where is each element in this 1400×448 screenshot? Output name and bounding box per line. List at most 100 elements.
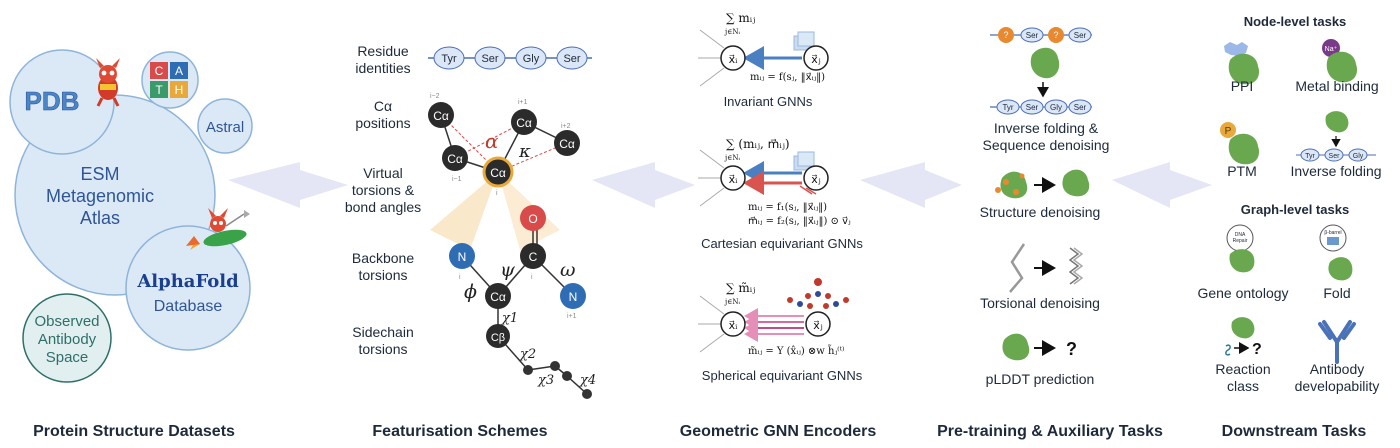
index-label: i+1: [518, 99, 528, 106]
masked-token: ?: [1003, 30, 1008, 40]
esm-line-1: ESM: [80, 164, 119, 184]
spherical-sum: ∑ m̃ᵢⱼ: [726, 281, 755, 295]
masked-token: Ser: [1074, 31, 1087, 40]
gene-badge-2: Repair: [1233, 238, 1248, 244]
inverse-folding-icon: Tyr Ser Gly: [1296, 111, 1376, 162]
atom-label: Cα: [559, 137, 575, 151]
atom-label: Cα: [433, 109, 449, 123]
flow-arrow-2: [592, 162, 695, 208]
flow-arrow-1: [228, 162, 348, 208]
inverse-token: Gly: [1353, 153, 1364, 160]
atom-label: Cα: [447, 152, 463, 166]
structure-denoising-label: Structure denoising: [980, 204, 1101, 220]
invariant-eq: mᵢⱼ = f(sⱼ, ‖x⃗ᵢⱼ‖): [750, 72, 825, 83]
node-j-label: x⃗ⱼ: [811, 173, 821, 186]
section-title-pretraining: Pre-training & Auxiliary Tasks: [937, 423, 1163, 440]
spherical-gnn-diagram: x⃗ᵢ x⃗ⱼ ∑ m̃ᵢⱼ j∈Nᵢ m̃ᵢⱼ = Y (x̂ᵢⱼ) ⊗w h…: [698, 278, 863, 383]
cartesian-sum-sub: j∈Nᵢ: [724, 154, 740, 162]
label-virtual-3: bond angles: [345, 199, 421, 215]
atom-label: N: [569, 290, 578, 304]
cartesian-label: Cartesian equivariant GNNs: [701, 236, 863, 251]
residue-node: [474, 46, 506, 70]
oas-line-1: Observed: [34, 313, 99, 330]
chi3-symbol: χ3: [537, 373, 554, 388]
oas-line-2: Antibody: [38, 331, 97, 348]
sequence-token: Tyr: [1002, 103, 1013, 112]
label-residue-1: Residue: [357, 43, 409, 59]
cath-logo: C A T H: [141, 51, 199, 109]
pdb-logo: PDB: [25, 86, 80, 116]
spherical-harmonics-icon: [787, 278, 849, 309]
torsion-backbone-icon: [1009, 243, 1026, 293]
section-title-downstream: Downstream Tasks: [1222, 423, 1367, 440]
downstream-panel: Node-level tasks PPI Na⁺ Metal binding P…: [1197, 14, 1381, 440]
masked-token: ?: [1053, 30, 1058, 40]
residue-label: Ser: [563, 53, 580, 65]
atom-label: Cβ: [491, 332, 505, 344]
atom-label: N: [458, 250, 467, 264]
index-label: i+1: [567, 313, 577, 320]
cath-a: A: [175, 64, 183, 78]
reaction-question: ?: [1252, 341, 1262, 358]
denoised-protein-icon: [1062, 169, 1090, 197]
inverse-folding-label-1: Inverse folding &: [994, 120, 1099, 136]
cath-c: C: [155, 64, 164, 78]
flow-arrow-3: [860, 162, 962, 208]
ptm-label: PTM: [1227, 163, 1257, 179]
inverse-folding-label-2: Sequence denoising: [983, 137, 1110, 153]
residue-chain: Tyr Ser Gly Ser: [433, 46, 588, 70]
label-backbone-1: Backbone: [352, 250, 414, 266]
inverse-folding-label: Inverse folding: [1290, 163, 1381, 179]
atom-label: O: [528, 212, 537, 226]
index-label: i: [496, 190, 498, 197]
featurisation-panel: Residue identities Cα positions Virtual …: [345, 43, 596, 440]
invariant-gnn-diagram: x⃗ᵢ x⃗ⱼ ∑ mᵢⱼ j∈Nᵢ mᵢⱼ = f(sⱼ, ‖x⃗ᵢⱼ‖) I…: [698, 11, 829, 109]
ptm-badge: P: [1225, 126, 1232, 137]
sequence-token: Ser: [1026, 103, 1039, 112]
alpha-symbol: α: [485, 129, 499, 153]
residue-label: Ser: [481, 53, 498, 65]
chi4-symbol: χ4: [579, 373, 596, 388]
node-level-header: Node-level tasks: [1244, 14, 1347, 29]
invariant-label: Invariant GNNs: [724, 94, 813, 109]
invariant-sum: ∑ mᵢⱼ: [726, 11, 755, 25]
fold-badge: β-barrel: [1324, 230, 1341, 236]
node-i-label: x⃗ᵢ: [729, 173, 739, 186]
gene-ontology-label: Gene ontology: [1197, 285, 1288, 301]
invariant-sum-sub: j∈Nᵢ: [724, 28, 740, 36]
pdb-circle: [9, 49, 115, 155]
label-sidechain-1: Sidechain: [352, 324, 414, 340]
label-virtual-2: torsions &: [352, 182, 415, 198]
gene-ontology-icon: DNA Repair: [1226, 224, 1255, 273]
ptm-icon: P: [1220, 122, 1260, 165]
reaction-label-2: class: [1227, 378, 1259, 394]
node-i-label: x⃗ᵢ: [729, 53, 739, 66]
residue-label: Gly: [523, 53, 540, 65]
atom-label: Cα: [490, 290, 506, 304]
fold-icon: β-barrel: [1319, 224, 1353, 281]
antibody-icon: [1318, 320, 1356, 364]
index-label: i+2: [561, 123, 571, 130]
flow-arrow-4: [1112, 162, 1212, 208]
antibody-label-2: developability: [1295, 378, 1380, 394]
protein-blob-icon: [1030, 47, 1060, 79]
oas-circle: [22, 293, 112, 383]
label-calpha-2: positions: [355, 115, 410, 131]
node-j-label: x⃗ⱼ: [811, 53, 821, 66]
atom-label: C: [529, 250, 538, 264]
cath-t: T: [155, 83, 163, 97]
reaction-label-1: Reaction: [1215, 361, 1270, 377]
encoders-panel: x⃗ᵢ x⃗ⱼ ∑ mᵢⱼ j∈Nᵢ mᵢⱼ = f(sⱼ, ‖x⃗ᵢⱼ‖) I…: [680, 11, 877, 440]
residue-node: [556, 46, 588, 70]
residue-node: [515, 46, 547, 70]
index-label: i: [531, 274, 533, 281]
label-sidechain-2: torsions: [358, 341, 407, 357]
node-i-label: x⃗ᵢ: [729, 319, 739, 332]
cartesian-eq-2: m⃗ᵢⱼ = f₂(sⱼ, ‖x⃗ᵢⱼ‖) ⊙ v⃗ⱼ: [748, 216, 851, 227]
flow-arrows: [228, 162, 1212, 208]
inverse-token: Ser: [1329, 153, 1341, 160]
datasets-panel: PDB Astral ESM Metagenomic Atlas AlphaFo…: [9, 49, 253, 440]
plddt-question: ?: [1066, 339, 1077, 359]
spherical-label: Spherical equivariant GNNs: [702, 368, 863, 383]
